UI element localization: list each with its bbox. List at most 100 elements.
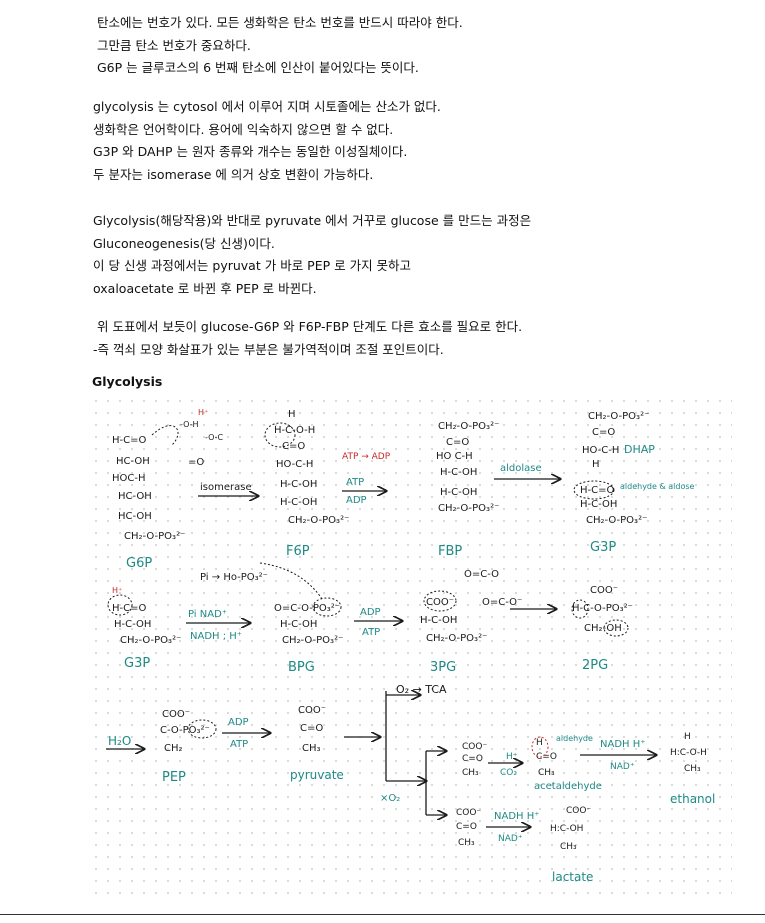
svg-text:CH₂-O-PO₃²⁻: CH₂-O-PO₃²⁻ [438,503,499,514]
svg-text:COO⁻: COO⁻ [462,742,487,752]
text-line: -즉 꺽쇠 모양 화살표가 있는 부분은 불가역적이며 조절 포인트이다. [93,341,444,357]
arrow-label-o2-tca: O₂ → TCA [396,683,447,696]
text-line: Glycolysis(해당작용)와 반대로 pyruvate 에서 거꾸로 gl… [93,213,532,228]
svg-text:H-C=O: H-C=O [580,485,614,496]
paragraph-glycolysis-location: glycolysis 는 cytosol 에서 이루어 지며 시토졸에는 산소가… [0,96,740,186]
arrow-label-nadh-h: NADH ; H⁺ [190,631,242,642]
label-pyruvate: pyruvate [290,768,344,782]
label-pep: PEP [162,770,186,785]
svg-text:C=O: C=O [462,754,483,764]
svg-text:C=O: C=O [536,752,557,762]
svg-text:C=O: C=O [300,723,323,734]
svg-text:C=O: C=O [592,427,615,438]
svg-text:H: H [536,738,543,748]
paragraph-gluconeogenesis: Glycolysis(해당작용)와 반대로 pyruvate 에서 거꾸로 gl… [0,210,740,300]
svg-text:COO⁻: COO⁻ [298,705,326,716]
dhap-structure: CH₂-O-PO₃²⁻ C=O HO-C-H H [582,411,649,470]
svg-text:CH₃: CH₃ [684,764,701,774]
paragraph-carbon-numbering: 탄소에는 번호가 있다. 모든 생화학은 탄소 번호를 반드시 따라야 한다. … [0,12,740,80]
label-g3p-top: G3P [590,540,616,555]
paragraph-regulation: 위 도표에서 보듯이 glucose-G6P 와 F6P-FBP 단계도 다른 … [0,316,740,361]
g3p-structure: H⁺ H-C=O H-C-OH CH₂-O-PO₃²⁻ [107,586,181,646]
pep-structure: COO⁻ C-O-PO₃²⁻ CH₂ [160,709,217,754]
svg-text:H:C-O-H: H:C-O-H [670,748,707,758]
svg-text:H-C-OH: H-C-OH [280,619,317,630]
arrow-label-nadh-h3: NADH H⁺ [494,811,540,822]
label-acetaldehyde: acetaldehyde [534,781,602,792]
label-g6p: G6P [126,556,152,571]
svg-text:O=C-O: O=C-O [464,569,499,580]
svg-text:O=C-O-PO₃²⁻: O=C-O-PO₃²⁻ [274,603,340,614]
svg-text:H-C-OH: H-C-OH [440,467,477,478]
arrow-label-nadh-h2: NADH H⁺ [600,739,646,750]
arrow-label-adp1: ADP [346,495,367,506]
svg-text:=O: =O [188,457,204,468]
svg-text:H-C-OH: H-C-OH [280,497,317,508]
label-ethanol: ethanol [670,792,715,806]
svg-text:COO⁻: COO⁻ [456,808,481,818]
arrow-label-co2: CO₂ [500,768,517,778]
text-line: G3P 와 DAHP 는 원자 종류와 개수는 동일한 이성질체이다. [93,144,408,159]
svg-text:CH₂-O-PO₃²⁻: CH₂-O-PO₃²⁻ [426,633,487,644]
svg-text:H⁺: H⁺ [198,408,208,417]
svg-text:COO⁻: COO⁻ [426,597,454,608]
text-line: G6P 는 글루코스의 6 번째 탄소에 인산이 붙어있다는 뜻이다. [97,60,419,75]
arrow-label-adp3: ADP [228,717,249,728]
svg-text:H-C-OH: H-C-OH [420,615,457,626]
svg-text:CH₃: CH₃ [458,838,475,848]
text-line: 위 도표에서 보듯이 glucose-G6P 와 F6P-FBP 단계도 다른 … [97,319,523,334]
text-line: Gluconeogenesis(당 신생)이다. [93,235,275,251]
label-f6p: F6P [286,544,310,559]
svg-text:H-C=O: H-C=O [112,603,146,614]
svg-text:O=C-O⁻: O=C-O⁻ [482,597,522,608]
svg-text:CH₂-O-PO₃²⁻: CH₂-O-PO₃²⁻ [586,515,647,526]
arrow-label-atp2: ATP [362,627,380,638]
svg-text:CH₂-O-PO₃²⁻: CH₂-O-PO₃²⁻ [120,635,181,646]
svg-text:CH₂-O-PO₃²⁻: CH₂-O-PO₃²⁻ [282,635,343,646]
svg-text:H: H [592,459,600,470]
svg-text:HO-C-H: HO-C-H [276,459,313,470]
svg-text:HC-OH: HC-OH [118,491,152,502]
arrow-label-atp3: ATP [230,739,248,750]
svg-text:HC-OH: HC-OH [118,511,152,522]
label-2pg: 2PG [582,658,608,673]
arrow-label-atp1: ATP [346,477,364,488]
section-heading: Glycolysis [92,374,163,389]
svg-text:H:C-OH: H:C-OH [550,824,583,834]
glycolysis-diagram: H-C=O HC-OH HOC-H HC-OH HC-OH CH₂-O-PO₃²… [90,395,732,895]
label-fbp: FBP [438,544,462,559]
note-aldehyde: aldehyde [556,734,593,743]
label-lactate: lactate [552,870,593,884]
svg-text:H-C-OH: H-C-OH [280,479,317,490]
acetaldehyde-structure: H C=O CH₃ [531,736,557,778]
svg-text:-O-C: -O-C [205,433,224,442]
svg-text:C=O: C=O [446,437,469,448]
note-aldehyde-aldose: aldehyde & aldose [620,482,695,491]
svg-text:CH₂-OH: CH₂-OH [584,623,622,634]
svg-text:COO⁻: COO⁻ [162,709,190,720]
label-dhap: DHAP [624,443,655,456]
svg-text:-O-H: -O-H [180,420,199,429]
label-g3p: G3P [124,656,150,671]
text-line: 이 당 신생 과정에서는 pyruvat 가 바로 PEP 로 가지 못하고 [93,258,412,273]
g6p-structure: H-C=O HC-OH HOC-H HC-OH HC-OH CH₂-O-PO₃²… [112,408,224,542]
f6p-structure: H H-C-O-H C=O HO-C-H H-C-OH H-C-OH CH₂-O… [264,409,349,526]
svg-text:H-C-OH: H-C-OH [114,619,151,630]
svg-text:HO C-H: HO C-H [436,451,473,462]
arrow-label-aldolase: aldolase [500,463,542,474]
svg-text:CH₂-O-PO₃²⁻: CH₂-O-PO₃²⁻ [438,421,499,432]
svg-text:HC-OH: HC-OH [116,456,150,467]
svg-text:CH₂: CH₂ [164,743,183,754]
svg-text:C-O-PO₃²⁻: C-O-PO₃²⁻ [160,725,210,736]
text-line: 그만큼 탄소 번호가 중요하다. [97,37,251,53]
arrow-label-pi-nad: Pi NAD⁺ [188,609,227,620]
svg-text:H-C-OH: H-C-OH [440,487,477,498]
pyruvate-small-structure: COO⁻ C=O CH₃ [462,742,487,778]
svg-text:CH₃: CH₃ [302,743,321,754]
arrow-label-h-plus: H⁺ [506,752,518,762]
ethanol-structure: H H:C-O-H CH₃ [670,732,707,774]
arrow-label-adp2: ADP [360,607,381,618]
svg-text:H: H [288,409,296,420]
arrow-label-nad-plus: NAD⁺ [610,762,635,772]
svg-text:CH₃: CH₃ [560,842,577,852]
